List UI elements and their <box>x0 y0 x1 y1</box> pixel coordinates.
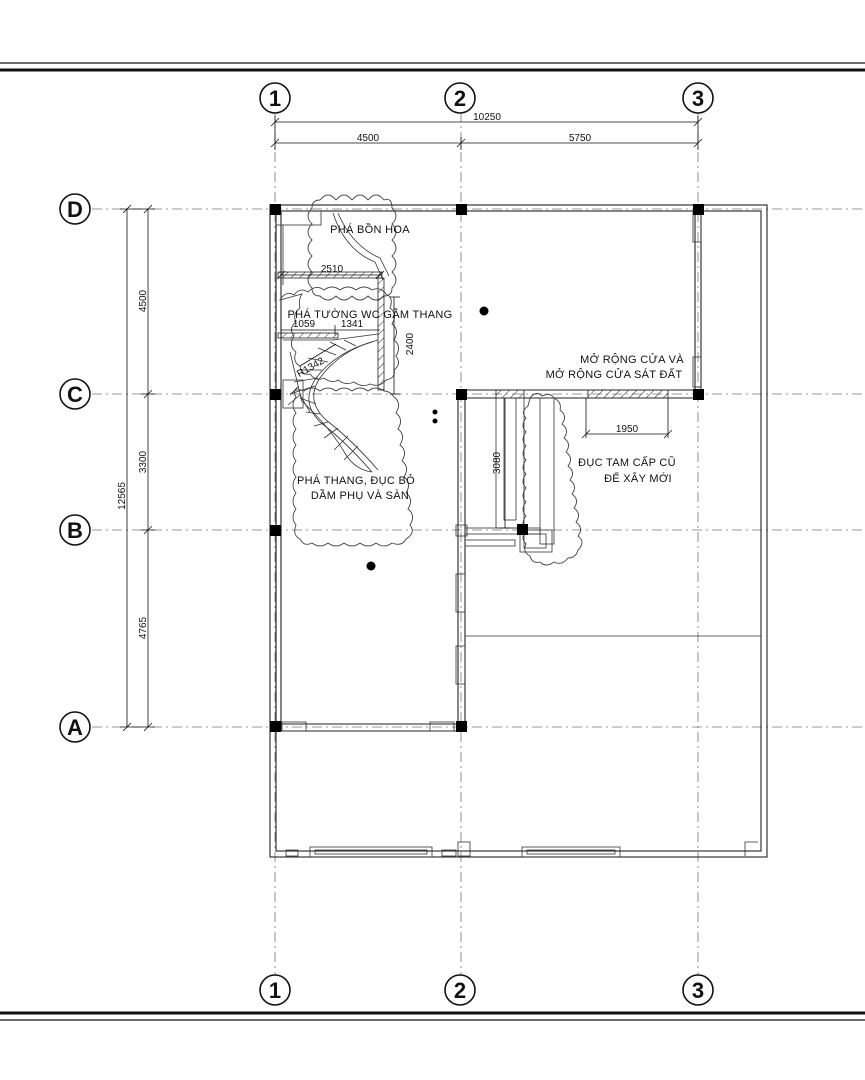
dim-overall-width: 10250 <box>473 112 501 123</box>
dim-span-1-2: 4500 <box>357 133 380 144</box>
dim-stair-depth: 2400 <box>405 332 416 355</box>
stair-removal-area <box>289 386 413 547</box>
grid-bubble-1-top: 1 <box>259 82 291 114</box>
grid-label-1-bottom: 1 <box>269 978 281 1003</box>
entrance-steps <box>464 393 583 566</box>
stair <box>282 333 379 473</box>
dim-stair-right: 1341 <box>341 319 364 330</box>
note-remove-wc: PHÁ TƯỜNG WC GẦM THANG <box>288 308 453 321</box>
grid-bubble-2-bottom: 2 <box>444 974 476 1006</box>
left-dimensions: 12565 4500 3300 4765 <box>117 204 155 732</box>
annotations: PHÁ BỒN HOA PHÁ TƯỜNG WC GẦM THANG MỞ RỘ… <box>288 223 684 502</box>
note-widen-door-2: MỞ RỘNG CỬA SÁT ĐẤT <box>546 368 683 381</box>
grid-label-2-top: 2 <box>454 86 466 111</box>
dim-step-depth: 3080 <box>492 451 503 474</box>
dim-span-2-3: 5750 <box>569 133 592 144</box>
dim-span-B-A: 4765 <box>138 616 149 639</box>
top-dimensions: 10250 4500 5750 <box>270 112 703 150</box>
note-remove-stair-1: PHÁ THANG, ĐỤC BỎ <box>297 474 415 487</box>
grid-axes <box>92 112 865 975</box>
grid-bubble-1-bottom: 1 <box>259 974 291 1006</box>
dim-span-C-B: 3300 <box>138 450 149 473</box>
grid-bubble-A: A <box>59 711 91 743</box>
grid-label-A: A <box>67 715 83 740</box>
grid-label-C: C <box>67 382 83 407</box>
grid-label-3-top: 3 <box>692 86 704 111</box>
structural-columns <box>270 204 704 732</box>
note-widen-door-1: MỞ RỘNG CỬA VÀ <box>580 353 684 366</box>
grid-label-3-bottom: 3 <box>692 978 704 1003</box>
dim-wc-width: 2510 <box>321 264 344 275</box>
note-remove-planter: PHÁ BỒN HOA <box>330 223 410 236</box>
dim-stair-left: 1059 <box>293 319 316 330</box>
grid-bubble-3-top: 3 <box>682 82 714 114</box>
grid-bubble-2-top: 2 <box>444 82 476 114</box>
grid-bubble-3-bottom: 3 <box>682 974 714 1006</box>
grid-bubble-C: C <box>59 378 91 410</box>
sheet-frame <box>0 62 865 1021</box>
grid-label-B: B <box>67 518 83 543</box>
note-remove-stair-2: DẦM PHỤ VÀ SÀN <box>311 489 409 502</box>
grid-label-D: D <box>67 197 83 222</box>
grid-bubble-D: D <box>59 193 91 225</box>
grid-bubble-B: B <box>59 514 91 546</box>
dim-door-width: 1950 <box>616 424 639 435</box>
dim-span-D-C: 4500 <box>138 289 149 312</box>
grid-label-1-top: 1 <box>269 86 281 111</box>
dim-overall-depth: 12565 <box>117 482 128 510</box>
marker-dots <box>366 306 489 571</box>
note-demolish-steps-1: ĐỤC TAM CẤP CŨ <box>578 456 676 469</box>
grid-label-2-bottom: 2 <box>454 978 466 1003</box>
note-demolish-steps-2: ĐỂ XÂY MỚI <box>604 472 672 485</box>
